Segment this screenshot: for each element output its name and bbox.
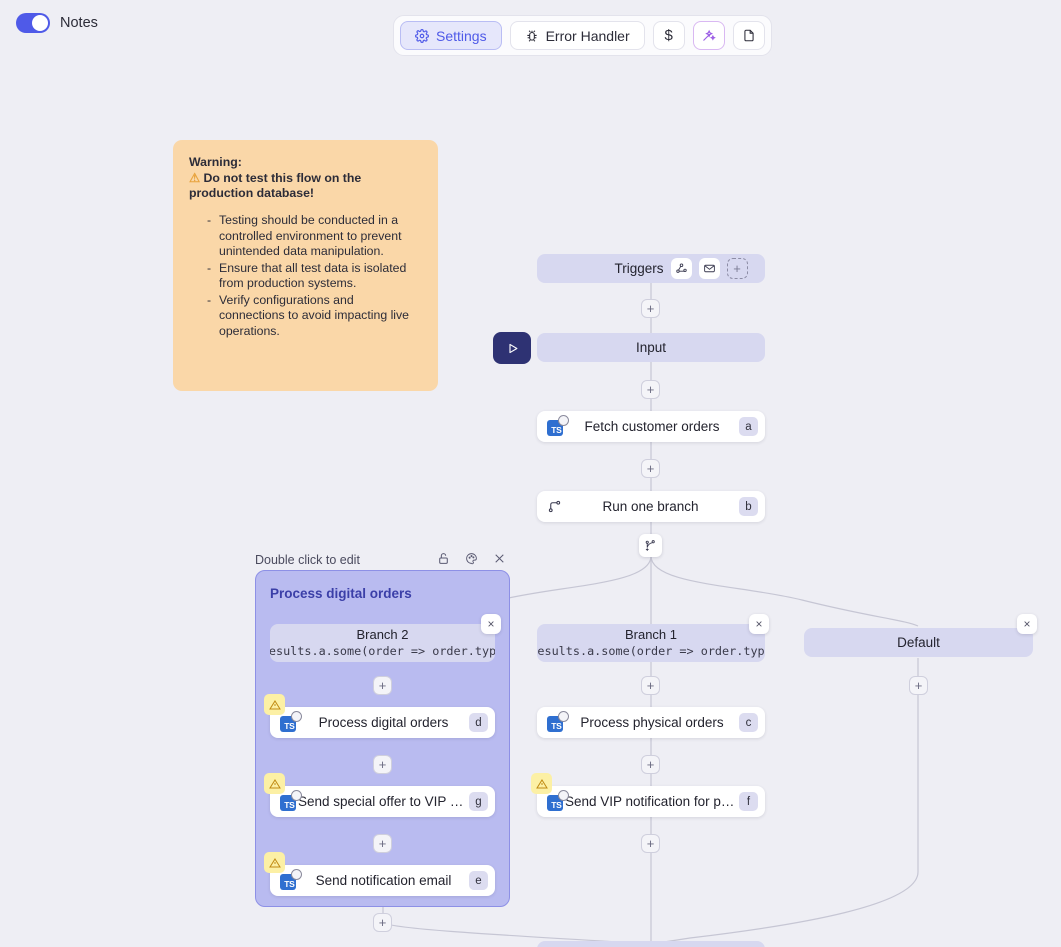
document-icon [742,28,756,43]
typescript-icon: TS [547,789,569,811]
group-header-hint: Double click to edit [255,553,360,567]
node-send-vip-notification-label: Send VIP notification for physical... [565,794,739,809]
notes-toggle-group[interactable]: Notes [16,13,98,33]
node-process-digital-orders-label: Process digital orders [318,715,449,730]
add-branch-button[interactable] [639,534,662,557]
node-triggers[interactable]: Triggers + [537,254,765,283]
node-process-physical-orders[interactable]: TS Process physical orders c [537,707,765,738]
branch-1-code: results.a.some(order => order.type [537,644,765,659]
warning-note[interactable]: Warning: ⚠ Do not test this flow on the … [173,140,438,391]
toolbar[interactable]: Settings Error Handler $ [393,15,772,56]
add-step-button[interactable]: + [641,380,660,399]
node-process-physical-orders-label: Process physical orders [580,715,724,730]
tab-error-handler[interactable]: Error Handler [509,21,645,50]
add-step-button[interactable]: + [641,755,660,774]
close-icon[interactable] [493,552,506,568]
lock-open-icon[interactable] [437,552,450,568]
branch-2-code: results.a.some(order => order.type [270,644,495,659]
node-bottom-partial[interactable] [537,941,765,947]
branch-2-name: Branch 2 [356,626,409,642]
typescript-icon: TS [547,710,569,732]
typescript-icon: TS [280,789,302,811]
webhook-icon[interactable] [670,258,692,279]
remove-branch-button[interactable]: × [1017,614,1037,634]
node-badge: e [469,871,488,890]
typescript-icon: TS [280,868,302,890]
branch-condition-branch-1[interactable]: Branch 1 results.a.some(order => order.t… [537,624,765,662]
node-send-special-offer-label: Send special offer to VIP digital c... [298,794,469,809]
branch-condition-default[interactable]: Default [804,628,1033,657]
branch-icon [547,499,562,514]
play-icon [508,343,517,353]
node-send-special-offer-vip-digital[interactable]: TS Send special offer to VIP digital c..… [264,773,495,817]
tab-settings-label: Settings [436,27,487,44]
node-triggers-label: Triggers [614,261,664,276]
warning-icon [264,694,285,715]
warning-icon [531,773,552,794]
node-send-notification-email-label: Send notification email [315,873,452,888]
branch-default-name: Default [897,635,940,650]
warning-icon [264,773,285,794]
email-icon[interactable] [698,258,720,279]
node-badge: c [739,713,758,732]
node-badge: g [469,792,488,811]
group-title: Process digital orders [270,586,412,601]
note-bullet-list: Testing should be conducted in a control… [207,213,422,339]
node-process-digital-orders[interactable]: TS Process digital orders d [264,694,495,738]
add-step-button[interactable]: + [641,834,660,853]
list-item: Testing should be conducted in a control… [207,213,422,259]
gear-icon [415,28,429,43]
node-badge: b [739,497,758,516]
typescript-icon: TS [280,710,302,732]
warning-icon [264,852,285,873]
notes-toggle[interactable] [16,13,50,33]
node-badge: a [739,417,758,436]
document-button[interactable] [732,21,765,50]
magic-wand-icon [701,28,716,43]
note-subheading-text: Do not test this flow on the production … [189,170,362,201]
add-step-button[interactable]: + [373,676,392,695]
tab-settings[interactable]: Settings [400,21,502,50]
remove-branch-button[interactable]: × [749,614,769,634]
notes-label: Notes [60,15,98,31]
group-box-process-digital-orders[interactable] [255,570,510,907]
note-heading: Warning: [189,155,242,169]
bug-icon [525,29,539,43]
add-step-button[interactable]: + [641,676,660,695]
branch-condition-branch-2[interactable]: Branch 2 results.a.some(order => order.t… [270,624,495,662]
list-item: Ensure that all test data is isolated fr… [207,261,422,292]
branch-1-name: Branch 1 [624,626,678,642]
node-input-label: Input [635,340,667,355]
node-fetch-customer-orders[interactable]: TS Fetch customer orders a [537,411,765,442]
note-subheading: ⚠ Do not test this flow on the productio… [189,171,422,202]
group-header[interactable]: Double click to edit [255,552,510,568]
add-step-button[interactable]: + [373,755,392,774]
node-send-notification-email[interactable]: TS Send notification email e [264,852,495,896]
add-step-button[interactable]: + [641,459,660,478]
list-item: Verify configurations and connections to… [207,293,422,339]
add-trigger-button[interactable]: + [726,258,748,279]
add-step-button[interactable]: + [373,834,392,853]
run-flow-button[interactable] [493,332,531,364]
cost-button[interactable]: $ [652,21,685,50]
node-send-vip-notification-physical[interactable]: TS Send VIP notification for physical...… [531,773,765,817]
remove-branch-button[interactable]: × [481,614,501,634]
dollar-icon: $ [664,27,673,44]
tab-error-handler-label: Error Handler [545,27,630,44]
warning-emoji: ⚠ [189,170,201,185]
node-badge: d [469,713,488,732]
add-step-button[interactable]: + [373,913,392,932]
magic-wand-button[interactable] [692,21,725,50]
node-run-one-branch[interactable]: Run one branch b [537,491,765,522]
node-fetch-customer-orders-label: Fetch customer orders [584,419,720,434]
add-step-button[interactable]: + [909,676,928,695]
typescript-icon: TS [547,414,569,436]
add-step-button[interactable]: + [641,299,660,318]
node-run-one-branch-label: Run one branch [602,499,699,514]
palette-icon[interactable] [465,552,478,568]
node-input[interactable]: Input [537,333,765,362]
node-badge: f [739,792,758,811]
